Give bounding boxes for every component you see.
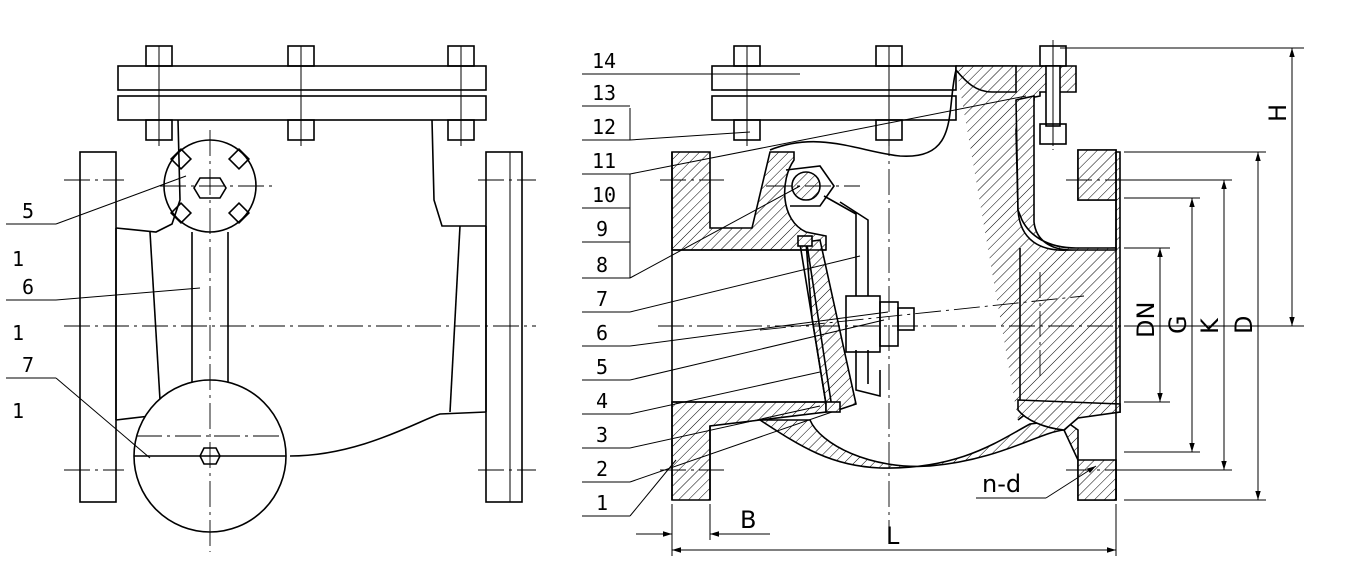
- side-label-1a: 1: [12, 247, 24, 271]
- part-leaders: [582, 73, 1027, 517]
- dimension-lines: [636, 47, 1304, 556]
- side-label-1b: 1: [12, 321, 24, 345]
- dim-DN: DN: [1132, 302, 1160, 338]
- side-label-1c: 1: [12, 399, 24, 423]
- part-13: 13: [592, 81, 616, 105]
- part-5: 5: [596, 355, 608, 379]
- part-11: 11: [592, 149, 616, 173]
- dim-nd: n-d: [982, 470, 1021, 498]
- part-8: 8: [596, 253, 608, 277]
- part-3: 3: [596, 423, 608, 447]
- right-flange: [485, 151, 523, 503]
- dim-L: L: [886, 522, 900, 550]
- section-body-bottom: [757, 419, 1117, 501]
- left-flange: [79, 151, 117, 503]
- part-6: 6: [596, 321, 608, 345]
- dim-D: D: [1230, 316, 1258, 334]
- dim-K: K: [1196, 317, 1224, 334]
- body-outline: [115, 119, 487, 457]
- dim-G: G: [1164, 315, 1192, 334]
- cover-bolts: [145, 45, 475, 146]
- side-view: [6, 45, 536, 552]
- cover-section: [956, 65, 1121, 421]
- cover-plate-bottom: [117, 95, 487, 121]
- side-label-7: 7: [22, 353, 34, 377]
- section-left-flange: [671, 151, 827, 251]
- part-4: 4: [596, 389, 608, 413]
- part-12: 12: [592, 115, 616, 139]
- part-14: 14: [592, 49, 616, 73]
- part-1: 1: [596, 491, 608, 515]
- section-view: [582, 40, 1304, 556]
- dim-B: B: [740, 506, 756, 534]
- cover-plate-top: [117, 65, 487, 91]
- part-2: 2: [596, 457, 608, 481]
- side-label-6: 6: [22, 275, 34, 299]
- part-10: 10: [592, 183, 616, 207]
- side-label-5: 5: [22, 199, 34, 223]
- part-9: 9: [596, 217, 608, 241]
- part-7: 7: [596, 287, 608, 311]
- dim-H: H: [1264, 104, 1292, 122]
